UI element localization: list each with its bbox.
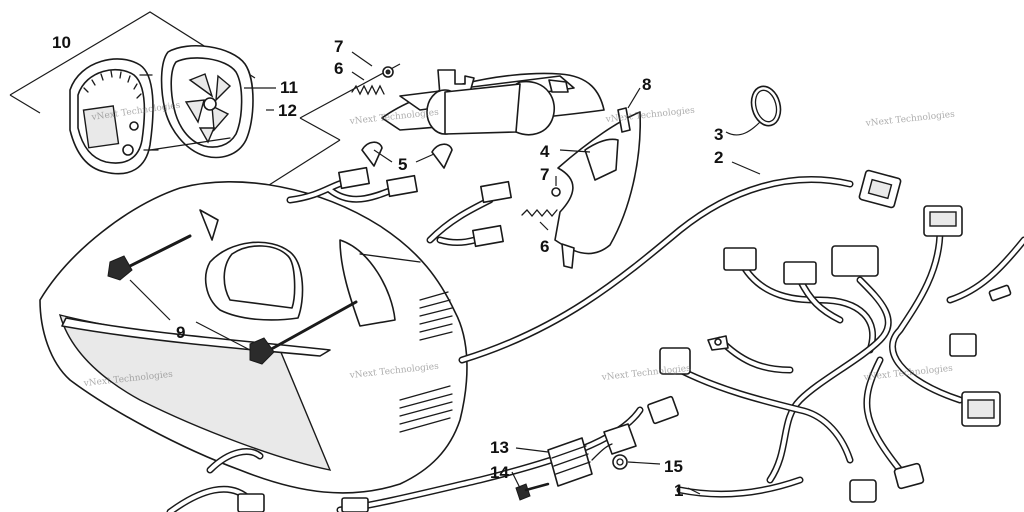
voltage-regulator (511, 423, 661, 501)
callout-leaders (244, 51, 701, 495)
callout-6-top: 6 (334, 59, 343, 78)
windshield-lower (521, 107, 642, 269)
harness-connectors (237, 169, 1012, 512)
gauge-housing (149, 45, 254, 159)
hood-body (39, 181, 468, 494)
watermark: vNext Technologies (604, 106, 695, 125)
callout-1: 1 (674, 481, 683, 500)
windshield-upper (257, 63, 605, 193)
callout-14: 14 (490, 463, 509, 482)
callout-8: 8 (642, 75, 651, 94)
watermark: vNext Technologies (864, 110, 955, 129)
callout-3: 3 (714, 125, 723, 144)
small-harness-left (286, 141, 512, 248)
callout-5: 5 (398, 155, 407, 174)
callout-12: 12 (278, 101, 297, 120)
callout-15: 15 (664, 457, 683, 476)
callout-7-top: 7 (334, 37, 343, 56)
mounting-bolts (107, 234, 358, 365)
callout-2: 2 (714, 148, 723, 167)
watermark: vNext Technologies (600, 364, 691, 383)
callout-7-lower: 7 (540, 165, 549, 184)
callout-13: 13 (490, 438, 509, 457)
callout-9: 9 (176, 323, 185, 342)
callout-labels: 10 11 12 7 6 5 8 4 7 6 3 2 9 13 14 15 1 (52, 33, 723, 500)
gauge-cluster (69, 58, 159, 175)
callout-4: 4 (540, 142, 550, 161)
snap-ring (725, 85, 782, 136)
callout-11: 11 (280, 78, 298, 97)
main-harness (166, 161, 1024, 512)
callout-6-lower: 6 (540, 237, 549, 256)
callout-10: 10 (52, 33, 71, 52)
